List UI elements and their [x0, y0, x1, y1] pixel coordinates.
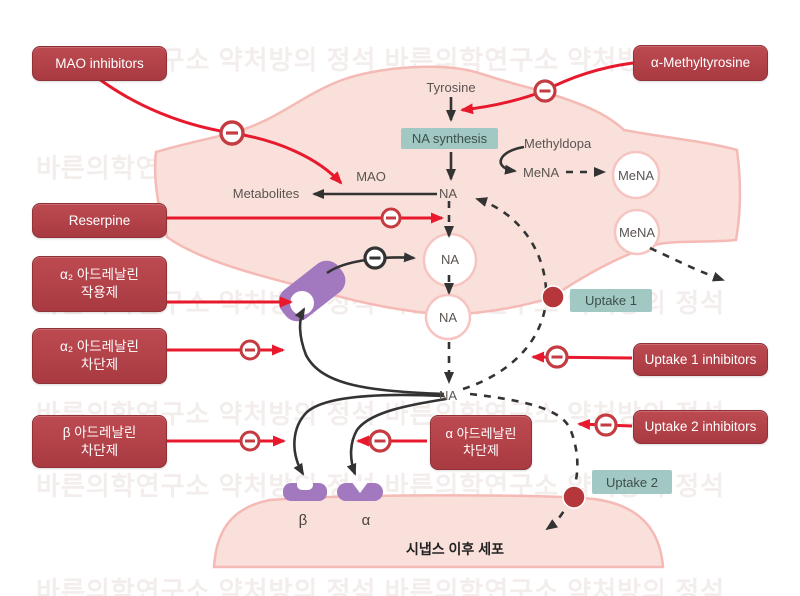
drug-box-alpha-methyltyrosine: α-Methyltyrosine: [633, 45, 768, 81]
minus-icon: [239, 339, 261, 361]
drug-box-line: α 아드레날린: [445, 425, 517, 441]
na-vesicle-label: NA: [440, 252, 460, 267]
tyrosine-label: Tyrosine: [426, 80, 476, 95]
uptake1-box: Uptake 1: [570, 289, 652, 312]
drug-box-line: 차단제: [80, 442, 119, 458]
drug-box-line: 작용제: [80, 285, 119, 300]
minus-icon: [368, 429, 392, 453]
na-synthesis-box: NA synthesis: [401, 128, 498, 149]
minus-icon: [594, 413, 618, 437]
mena-vesicle-label: MeNA: [617, 168, 655, 183]
mena-vesicle: [611, 150, 661, 200]
beta-receptor-icon: [283, 479, 327, 501]
drug-box-line: β 아드레날린: [62, 424, 137, 440]
postsynaptic-cell-label: 시냅스 이후 세포: [406, 541, 504, 557]
minus-icon: [380, 207, 402, 229]
drug-box-line: 차단제: [463, 442, 499, 458]
drug-box-line: α₂ 아드레날린: [60, 267, 139, 283]
drug-box-alpha2-blocker: α₂ 아드레날린 차단제: [32, 328, 167, 384]
arrow-na-to-beta-receptor: [293, 393, 445, 476]
arrow-methyldopa-to-mena: [499, 145, 525, 175]
postsynaptic-cell: [212, 494, 665, 569]
uptake1-transporter-dot: [541, 285, 565, 309]
na-vesicle: [424, 293, 472, 341]
drug-box-alpha2-agonist: α₂ 아드레날린 작용제: [32, 256, 167, 312]
drug-box-uptake1-inhibitors: Uptake 1 inhibitors: [633, 343, 768, 376]
minus-icon: [533, 79, 557, 103]
drug-box-line: α₂ 아드레날린: [60, 339, 139, 355]
mao-label: MAO: [356, 169, 386, 184]
alpha-receptor-label: α: [361, 512, 371, 529]
dashed-mena-release: [649, 246, 725, 282]
mena-label: MeNA: [523, 165, 560, 180]
drug-box-uptake2-inhibitors: Uptake 2 inhibitors: [633, 410, 768, 444]
presynaptic-terminal: [153, 65, 742, 317]
na-vesicle-label: NA: [438, 310, 458, 325]
na-synapse-label: NA: [438, 388, 458, 403]
minus-icon: [239, 430, 261, 452]
mena-vesicle-label: MeNA: [618, 225, 656, 240]
uptake2-box: Uptake 2: [592, 470, 672, 494]
drug-box-beta-blocker: β 아드레날린 차단제: [32, 415, 167, 468]
mena-vesicle: [613, 208, 661, 256]
minus-icon: [219, 120, 245, 146]
minus-icon: [545, 345, 569, 369]
arrow-na-to-alpha-receptor: [346, 397, 447, 476]
beta-receptor-label: β: [298, 512, 308, 529]
methyldopa-label: Methyldopa: [524, 136, 592, 151]
metabolites-label: Metabolites: [232, 186, 300, 201]
alpha-receptor-icon: [337, 481, 383, 501]
drug-box-mao-inhibitors: MAO inhibitors: [32, 46, 167, 81]
drug-box-alpha-blocker: α 아드레날린 차단제: [430, 415, 532, 470]
minus-icon: [363, 246, 387, 270]
na-label: NA: [438, 186, 458, 201]
arrow-na-to-autoreceptor: [294, 307, 445, 396]
dashed-uptake2-path: [469, 392, 579, 531]
drug-box-reserpine: Reserpine: [32, 203, 167, 238]
drug-box-line: 차단제: [80, 357, 119, 372]
uptake2-transporter-dot: [562, 485, 586, 509]
